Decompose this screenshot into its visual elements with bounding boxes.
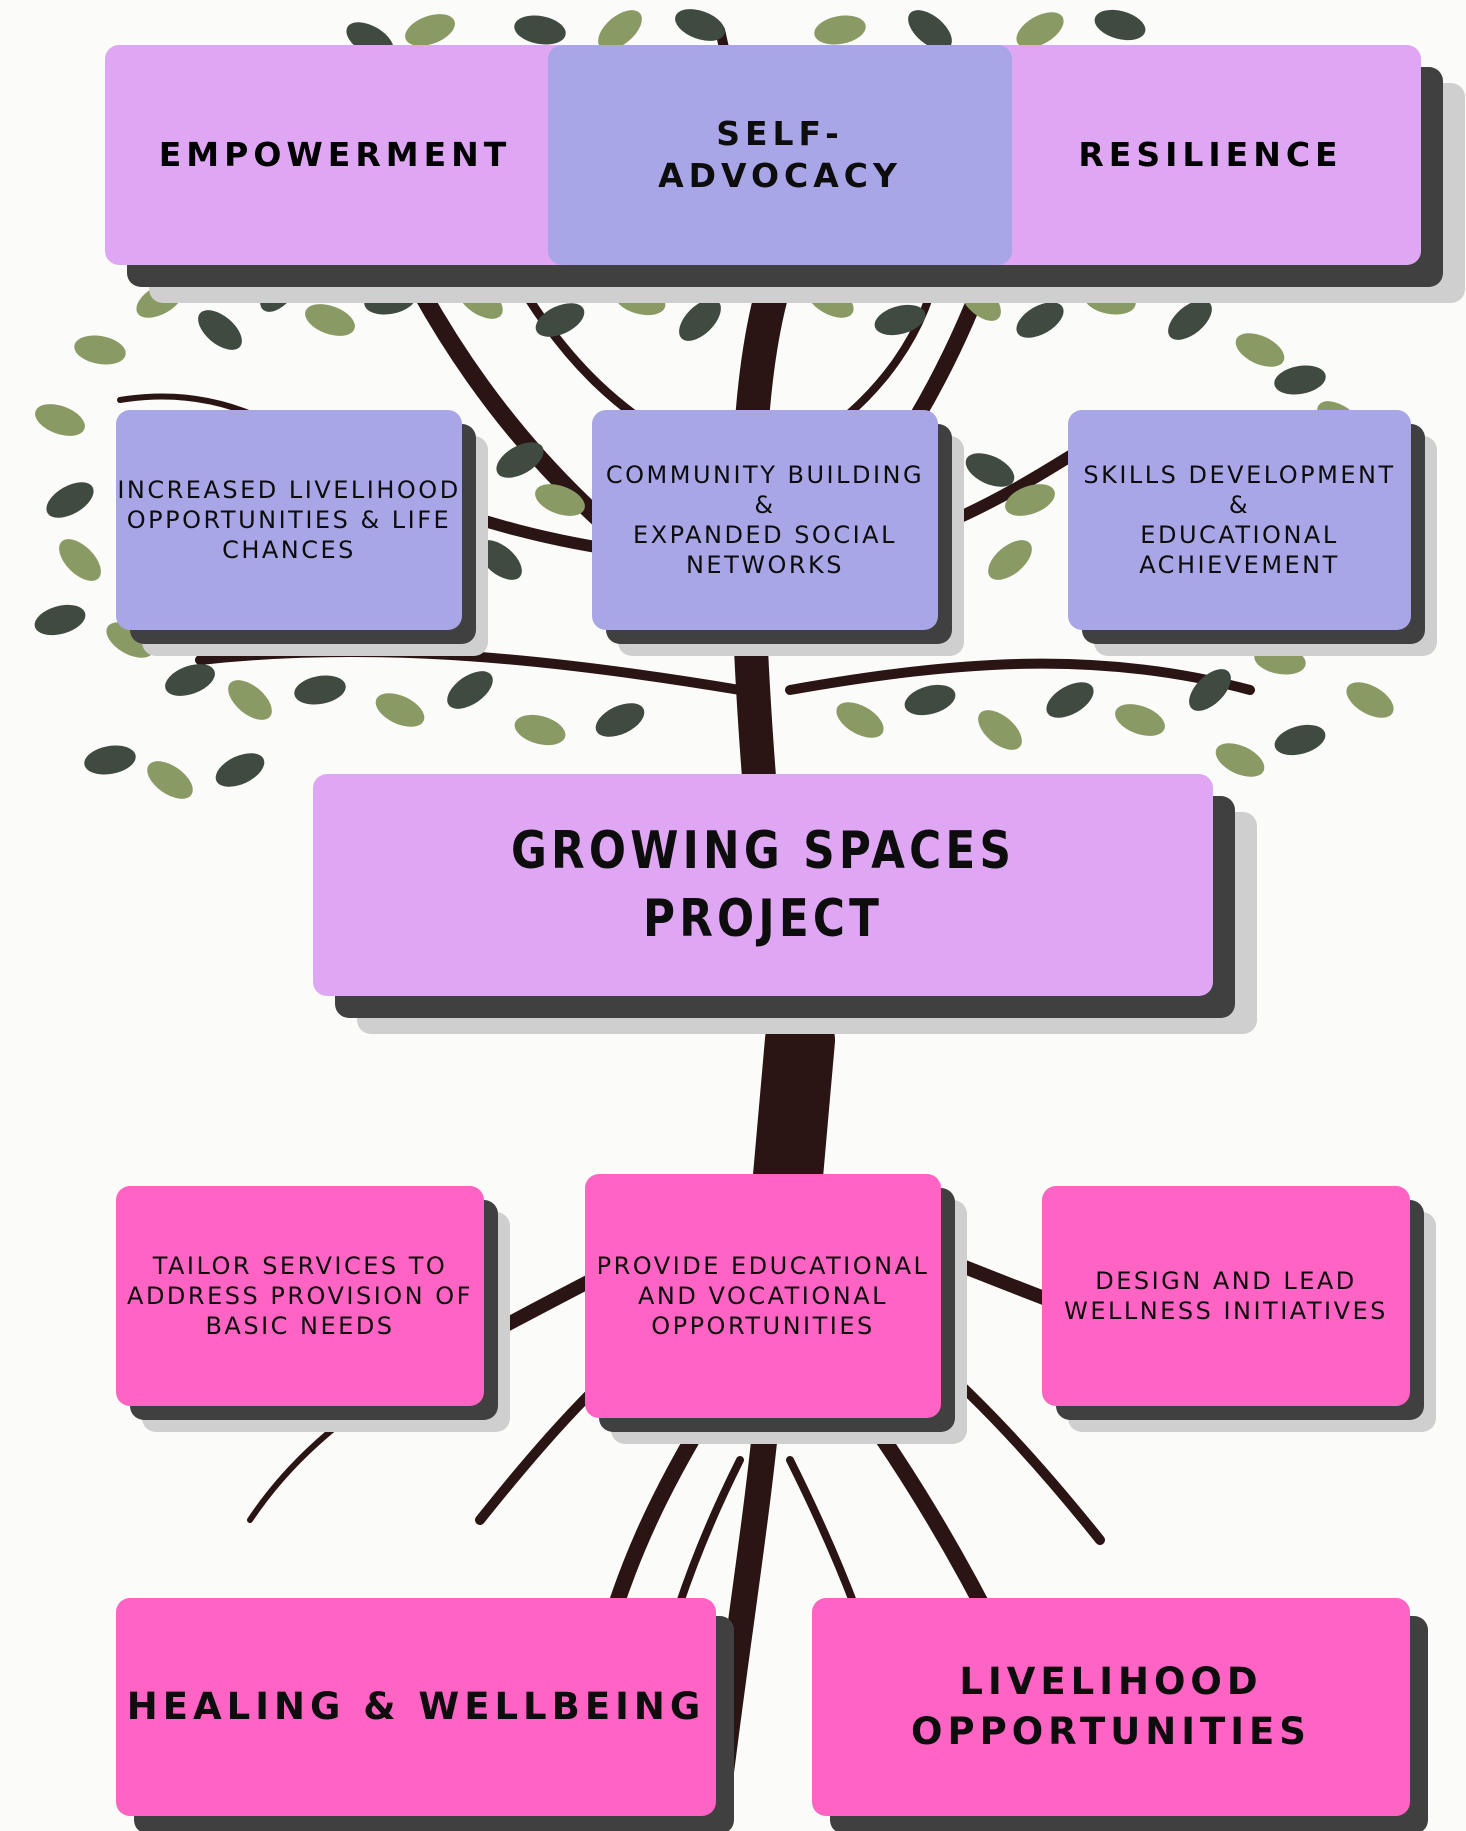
outcome-empowerment: EMPOWERMENT — [105, 45, 565, 265]
branch-skills-development: SKILLS DEVELOPMENT & EDUCATIONAL ACHIEVE… — [1068, 410, 1411, 630]
leaf — [965, 453, 1015, 487]
leaf — [904, 684, 956, 716]
leaf — [136, 282, 184, 318]
leaf — [496, 442, 544, 478]
leaf — [959, 279, 1001, 321]
activity-wellness-initiatives: DESIGN AND LEAD WELLNESS INITIATIVES — [1042, 1186, 1410, 1406]
activity-wellness-initiatives-label: DESIGN AND LEAD WELLNESS INITIATIVES — [1064, 1267, 1388, 1325]
leaf — [1346, 682, 1394, 718]
leaf — [46, 482, 94, 518]
leaf — [1215, 743, 1265, 777]
leaf — [1254, 645, 1306, 675]
leaf — [1115, 704, 1165, 736]
leaf — [535, 303, 585, 337]
leaf — [1084, 285, 1136, 315]
leaf — [535, 484, 585, 516]
outcome-resilience-label: RESILIENCE — [1078, 135, 1343, 174]
leaf — [1005, 484, 1055, 516]
leaf — [59, 539, 101, 581]
leaf — [1274, 724, 1326, 756]
branch-livelihood-opportunities: INCREASED LIVELIHOOD OPPORTUNITIES & LIF… — [116, 410, 462, 630]
activity-basic-needs: TAILOR SERVICES TO ADDRESS PROVISION OF … — [116, 1186, 484, 1406]
leaf — [1016, 12, 1064, 48]
leaf — [147, 761, 193, 799]
outcome-self-advocacy: SELF- ADVOCACY — [548, 45, 1012, 265]
leaf — [305, 304, 355, 336]
activity-basic-needs-label: TAILOR SERVICES TO ADDRESS PROVISION OF … — [127, 1252, 473, 1340]
leaf — [514, 714, 566, 746]
leaf — [675, 9, 725, 41]
leaf — [679, 299, 721, 341]
branch-livelihood-opportunities-label: INCREASED LIVELIHOOD OPPORTUNITIES & LIF… — [117, 476, 461, 564]
leaf — [34, 604, 86, 636]
leaf — [74, 335, 126, 365]
leaf — [1046, 682, 1094, 718]
leaf — [84, 745, 136, 775]
outcome-self-advocacy-label: SELF- ADVOCACY — [658, 114, 902, 195]
leaf — [806, 282, 854, 318]
pillar-healing-wellbeing-label: HEALING & WELLBEING — [126, 1685, 706, 1728]
leaf — [260, 268, 300, 312]
leaf — [35, 404, 85, 436]
leaf — [165, 664, 215, 696]
leaf — [215, 753, 265, 787]
leaf — [228, 680, 272, 720]
leaf — [106, 622, 154, 658]
leaf — [1235, 333, 1285, 367]
outcome-resilience: RESILIENCE — [1000, 45, 1421, 265]
leaf — [1016, 302, 1064, 338]
leaf — [814, 15, 866, 45]
pillar-livelihood-opportunities-label: LIVELIHOOD OPPORTUNITIES — [911, 1660, 1311, 1753]
pillar-livelihood-opportunities: LIVELIHOOD OPPORTUNITIES — [812, 1598, 1410, 1816]
branch-skills-development-label: SKILLS DEVELOPMENT & EDUCATIONAL ACHIEVE… — [1083, 461, 1396, 579]
leaf — [836, 702, 884, 738]
activity-educational-vocational-label: PROVIDE EDUCATIONAL AND VOCATIONAL OPPOR… — [596, 1252, 930, 1340]
activity-educational-vocational: PROVIDE EDUCATIONAL AND VOCATIONAL OPPOR… — [585, 1174, 941, 1418]
leaf — [198, 310, 242, 350]
leaf — [447, 671, 493, 709]
leaf — [908, 10, 952, 50]
leaf — [988, 540, 1032, 580]
project-title: GROWING SPACES PROJECT — [510, 821, 1016, 949]
outcome-empowerment-label: EMPOWERMENT — [158, 135, 512, 174]
leaf — [978, 710, 1022, 750]
leaf — [364, 285, 416, 315]
leaf — [375, 693, 425, 727]
leaf — [1168, 300, 1212, 340]
leaf — [1094, 9, 1146, 41]
leaf — [514, 15, 566, 45]
leaf — [457, 281, 503, 319]
leaf — [1274, 365, 1326, 395]
leaf — [874, 304, 926, 336]
branch-community-building: COMMUNITY BUILDING & EXPANDED SOCIAL NET… — [592, 410, 938, 630]
leaf — [1189, 669, 1231, 711]
branch-community-building-label: COMMUNITY BUILDING & EXPANDED SOCIAL NET… — [605, 461, 925, 579]
leaf — [405, 14, 455, 46]
project-title-card: GROWING SPACES PROJECT — [313, 774, 1213, 996]
leaf — [595, 703, 645, 737]
leaf — [294, 675, 346, 705]
leaf — [478, 540, 522, 580]
leaf — [614, 284, 666, 316]
leaf — [598, 10, 642, 50]
pillar-healing-wellbeing: HEALING & WELLBEING — [116, 1598, 716, 1816]
